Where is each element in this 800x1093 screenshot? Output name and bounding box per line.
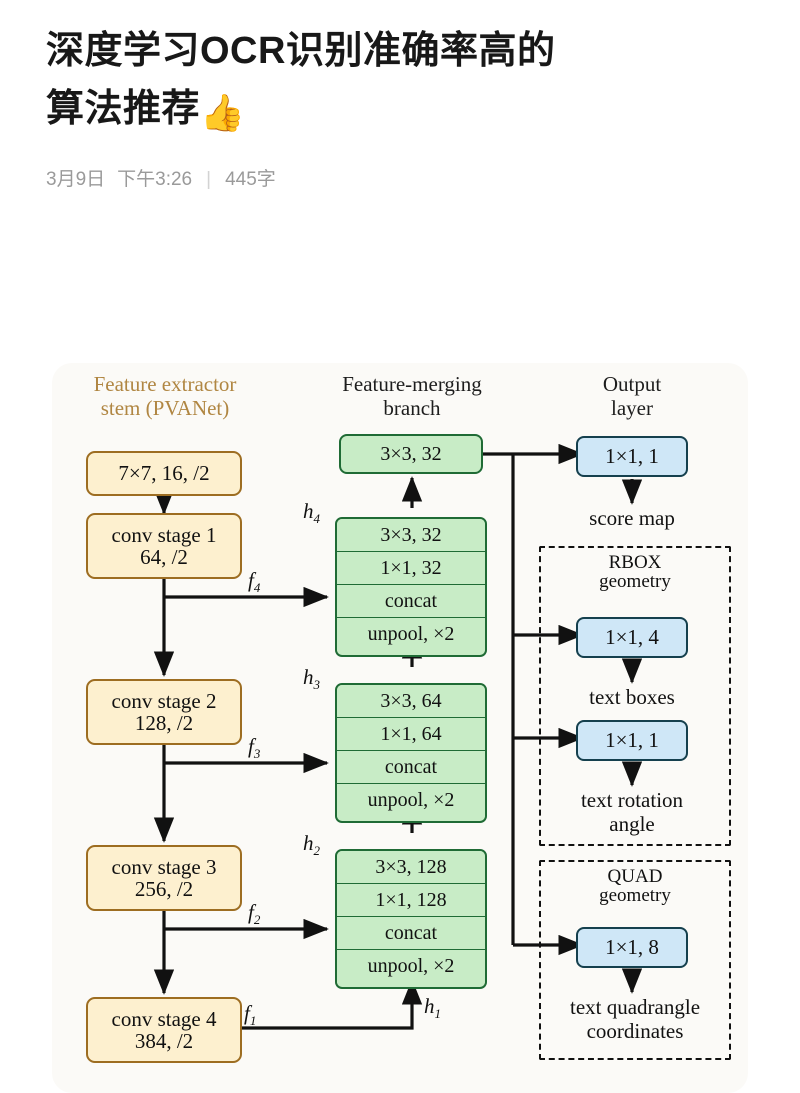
merge-stack-h2-row-2: concat [337,917,485,950]
merge-stack-h3[interactable]: 3×3, 64 1×1, 64 concat unpool, ×2 [335,683,487,823]
merge-label-h3: h3 [303,665,320,693]
merge-label-h4: h4 [303,499,320,527]
output-node-text-rotation-angle[interactable]: 1×1, 1 [576,720,688,761]
post-time: 下午3:26 [117,169,193,190]
output-node-3-label: 1×1, 8 [605,935,659,959]
merge-stack-h2-row-0: 3×3, 128 [337,851,485,884]
merge-stack-h2[interactable]: 3×3, 128 1×1, 128 concat unpool, ×2 [335,849,487,989]
group-rbox-title-line1: RBOX [608,552,662,573]
thumbs-up-icon: 👍 [200,92,246,133]
stem-node-conv7x7[interactable]: 7×7, 16, /2 [86,451,242,496]
output-node-1-label: 1×1, 4 [605,625,659,649]
merge-top-node-label: 3×3, 32 [380,442,442,465]
post-meta: 3月9日下午3:26 | 445字 [46,164,746,191]
group-quad-title-line1: QUAD [607,866,663,887]
stem-node-1-line2: 64, /2 [140,545,188,569]
merge-stack-h4-row-0: 3×3, 32 [337,519,485,552]
post-header: 深度学习OCR识别准确率高的 算法推荐👍 3月9日下午3:26 | 445字 [46,22,746,191]
column-heading-output: Output layer [544,372,720,420]
output-heading-line2: layer [611,395,653,420]
output-heading-line1: Output [602,372,662,396]
group-rbox-title: RBOX geometry [539,553,731,591]
output-caption-1-line1: text boxes [589,685,675,709]
output-caption-text-rotation-angle: text rotation angle [544,788,720,836]
page-title-line2: 算法推荐 [46,88,201,130]
stem-node-4-line2: 384, /2 [134,1029,194,1053]
meta-separator: | [206,169,212,190]
output-caption-0-line1: score map [589,506,675,530]
stem-node-conv-stage-4[interactable]: conv stage 4 384, /2 [86,997,242,1063]
merge-heading-line1: Feature-merging [342,372,482,396]
feature-label-f2: f2 [248,900,261,928]
output-caption-text-boxes: text boxes [544,685,720,710]
group-rbox-geometry [539,546,731,846]
group-quad-geometry [539,860,731,1060]
output-node-text-boxes[interactable]: 1×1, 4 [576,617,688,658]
stem-node-conv-stage-2[interactable]: conv stage 2 128, /2 [86,679,242,745]
stem-node-2-line2: 128, /2 [134,711,194,735]
output-node-text-quadrangle[interactable]: 1×1, 8 [576,927,688,968]
group-quad-title-line2: geometry [599,885,671,906]
post-word-count: 445字 [225,169,276,190]
merge-stack-h3-row-1: 1×1, 64 [337,718,485,751]
page-title: 深度学习OCR识别准确率高的 算法推荐👍 [46,22,746,142]
merge-top-node[interactable]: 3×3, 32 [339,434,483,474]
stem-node-1-line1: conv stage 1 [111,522,217,547]
merge-label-h1: h1 [424,994,441,1022]
output-caption-3-line1: text quadrangle [569,995,701,1019]
merge-stack-h3-row-3: unpool, ×2 [337,784,485,817]
stem-node-2-line1: conv stage 2 [111,688,217,713]
stem-node-3-line2: 256, /2 [134,877,194,901]
feature-label-f1: f1 [244,1001,257,1029]
stem-node-conv-stage-3[interactable]: conv stage 3 256, /2 [86,845,242,911]
merge-stack-h4-row-2: concat [337,585,485,618]
merge-stack-h2-row-3: unpool, ×2 [337,950,485,983]
feature-label-f4: f4 [248,568,261,596]
merge-stack-h4-row-3: unpool, ×2 [337,618,485,651]
post-date: 3月9日 [46,169,106,190]
stem-node-0-label: 7×7, 16, /2 [118,460,210,485]
page-title-line1: 深度学习OCR识别准确率高的 [46,30,556,72]
merge-stack-h4-row-1: 1×1, 32 [337,552,485,585]
stem-node-4-line1: conv stage 4 [111,1006,217,1031]
output-node-score-map[interactable]: 1×1, 1 [576,436,688,477]
merge-heading-line2: branch [383,395,441,420]
column-heading-stem: Feature extractor stem (PVANet) [60,372,270,420]
group-quad-title: QUAD geometry [539,867,731,905]
merge-stack-h3-row-0: 3×3, 64 [337,685,485,718]
output-caption-2-line2: angle [609,811,655,836]
column-heading-merge: Feature-merging branch [308,372,516,420]
stem-node-3-line1: conv stage 3 [111,854,217,879]
output-node-0-label: 1×1, 1 [605,444,659,468]
group-rbox-title-line2: geometry [599,571,671,592]
output-caption-2-line1: text rotation [580,788,684,812]
stem-heading-line2: stem (PVANet) [100,395,230,420]
merge-stack-h2-row-1: 1×1, 128 [337,884,485,917]
stem-node-conv-stage-1[interactable]: conv stage 1 64, /2 [86,513,242,579]
figure-connectors [153,443,643,1030]
stem-heading-line1: Feature extractor [93,372,237,396]
output-caption-text-quadrangle: text quadrangle coordinates [540,995,730,1043]
figure-card: Feature extractor stem (PVANet) Feature-… [52,363,748,1093]
merge-stack-h4[interactable]: 3×3, 32 1×1, 32 concat unpool, ×2 [335,517,487,657]
merge-label-h2: h2 [303,831,320,859]
output-node-2-label: 1×1, 1 [605,728,659,752]
output-caption-score-map: score map [544,506,720,531]
output-caption-3-line2: coordinates [586,1018,684,1043]
merge-stack-h3-row-2: concat [337,751,485,784]
feature-label-f3: f3 [248,734,261,762]
